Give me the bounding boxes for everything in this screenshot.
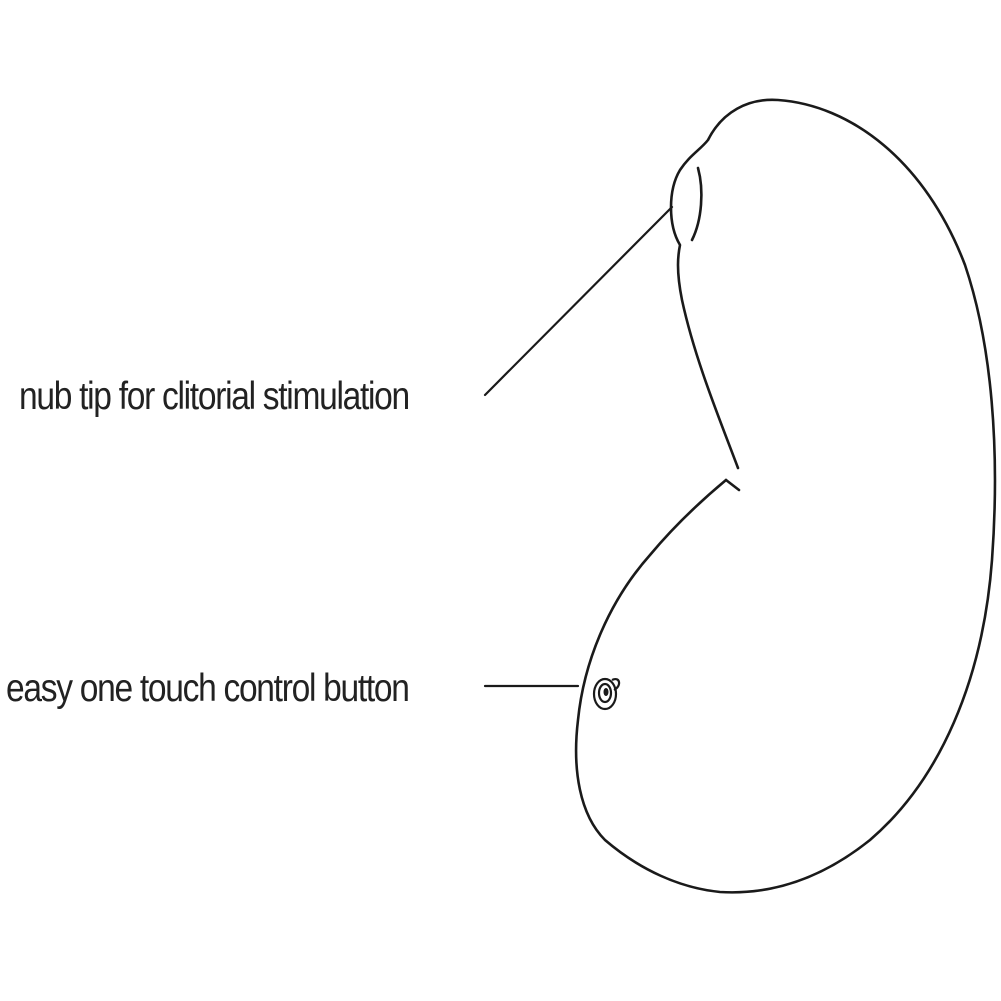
nub-tip-leader-line bbox=[483, 205, 674, 397]
control-button-label: easy one touch control button bbox=[6, 667, 410, 710]
neck-tick bbox=[724, 478, 741, 492]
nub-tip-label: nub tip for clitorial stimulation bbox=[19, 375, 410, 418]
nub-fold-line bbox=[690, 166, 703, 242]
control-button-icon bbox=[592, 677, 621, 711]
device-body-outline bbox=[574, 98, 997, 894]
